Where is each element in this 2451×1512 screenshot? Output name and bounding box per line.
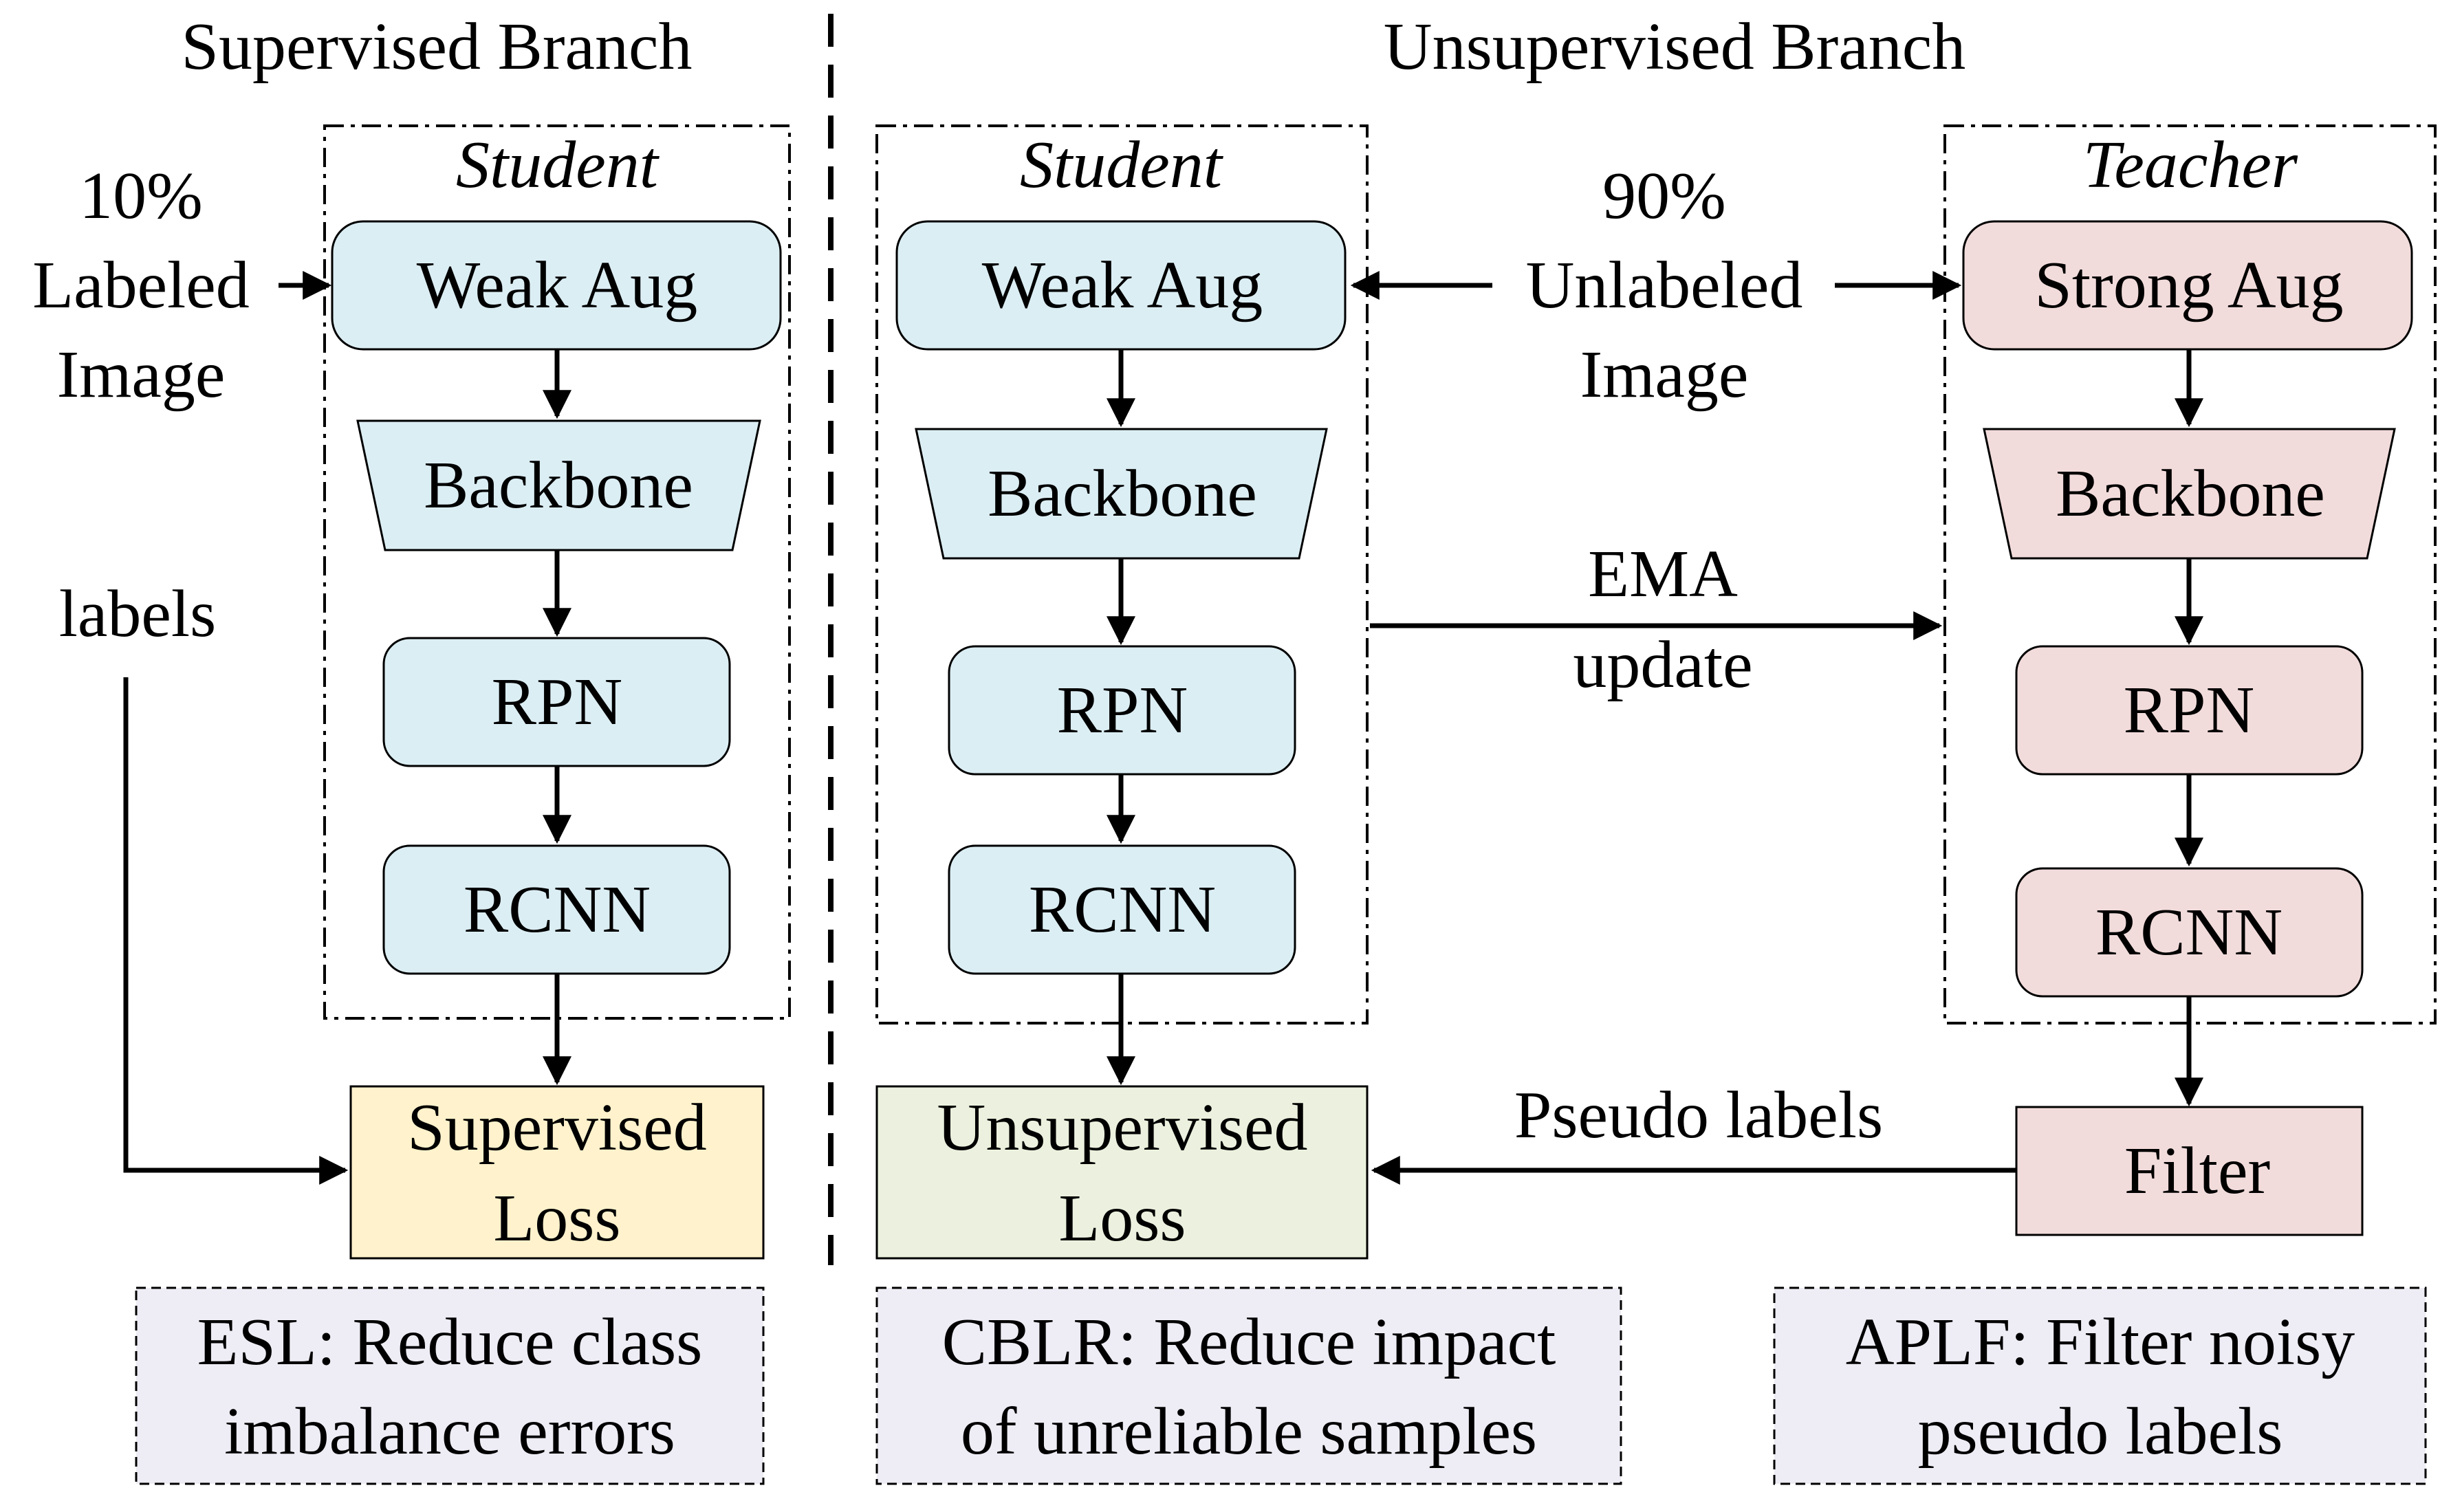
unsupervised-student-title: Student bbox=[1020, 128, 1224, 202]
teacher-backbone-box: Backbone bbox=[1983, 428, 2396, 560]
labels-to-loss-arrow bbox=[123, 677, 349, 1185]
unlabeled-input-image: Image bbox=[1580, 338, 1749, 412]
aplf-note: APLF: Filter noisy pseudo labels bbox=[1773, 1286, 2427, 1485]
unsupervised-weak-aug-box: Weak Aug bbox=[895, 220, 1347, 351]
supervised-loss-box: Supervised Loss bbox=[349, 1085, 765, 1260]
unsupervised-loss-box: Unsupervised Loss bbox=[875, 1085, 1369, 1260]
unsupervised-rpn-box: RPN bbox=[948, 645, 1296, 776]
svg-text:Loss: Loss bbox=[1058, 1181, 1186, 1256]
svg-text:RPN: RPN bbox=[1057, 673, 1188, 747]
supervised-student-title: Student bbox=[456, 128, 660, 202]
labeled-input-label: Labeled bbox=[32, 248, 250, 322]
esl-note: ESL: Reduce class imbalance errors bbox=[135, 1286, 765, 1485]
supervised-branch-title: Supervised Branch bbox=[182, 10, 693, 84]
svg-text:Supervised: Supervised bbox=[407, 1091, 707, 1165]
unlabeled-input-label: Unlabeled bbox=[1526, 248, 1803, 322]
svg-text:Filter: Filter bbox=[2124, 1134, 2270, 1208]
supervised-rpn-box: RPN bbox=[382, 637, 731, 767]
teacher-rpn-box: RPN bbox=[2015, 645, 2364, 776]
ema-update-label: update bbox=[1573, 628, 1752, 702]
unsupervised-rcnn-box: RCNN bbox=[948, 844, 1296, 975]
svg-text:Strong Aug: Strong Aug bbox=[2034, 248, 2343, 322]
svg-text:imbalance errors: imbalance errors bbox=[224, 1394, 675, 1469]
svg-text:APLF: Filter noisy: APLF: Filter noisy bbox=[1846, 1305, 2355, 1379]
teacher-title: Teacher bbox=[2083, 128, 2298, 202]
svg-text:RCNN: RCNN bbox=[1029, 873, 1216, 947]
teacher-strong-aug-box: Strong Aug bbox=[1962, 220, 2413, 351]
svg-text:ESL: Reduce class: ESL: Reduce class bbox=[197, 1305, 703, 1379]
labels-text: labels bbox=[59, 577, 217, 651]
svg-text:Backbone: Backbone bbox=[2056, 457, 2325, 531]
labeled-input-image: Image bbox=[57, 338, 226, 412]
cblr-note: CBLR: Reduce impact of unreliable sample… bbox=[875, 1286, 1622, 1485]
unsupervised-student-frame bbox=[875, 124, 1369, 1025]
svg-text:CBLR: Reduce impact: CBLR: Reduce impact bbox=[942, 1305, 1556, 1379]
teacher-frame bbox=[1943, 124, 2437, 1025]
svg-text:RPN: RPN bbox=[492, 665, 623, 739]
svg-text:Loss: Loss bbox=[493, 1181, 620, 1256]
supervised-backbone-box: Backbone bbox=[356, 419, 761, 551]
teacher-rcnn-box: RCNN bbox=[2015, 867, 2364, 998]
svg-text:Weak Aug: Weak Aug bbox=[982, 248, 1263, 322]
pseudo-labels-text: Pseudo labels bbox=[1514, 1078, 1883, 1152]
svg-text:Backbone: Backbone bbox=[424, 448, 693, 523]
unlabeled-input-percent: 90% bbox=[1602, 159, 1726, 233]
unsupervised-backbone-box: Backbone bbox=[915, 428, 1328, 560]
svg-text:RCNN: RCNN bbox=[464, 873, 651, 947]
svg-text:Unsupervised: Unsupervised bbox=[937, 1091, 1308, 1165]
svg-text:RPN: RPN bbox=[2124, 673, 2255, 747]
ema-label: EMA bbox=[1588, 537, 1738, 611]
svg-text:of unreliable samples: of unreliable samples bbox=[961, 1394, 1537, 1469]
labeled-input-percent: 10% bbox=[79, 159, 203, 233]
supervised-weak-aug-box: Weak Aug bbox=[331, 220, 782, 351]
unsupervised-branch-title: Unsupervised Branch bbox=[1384, 10, 1965, 84]
filter-box: Filter bbox=[2015, 1106, 2364, 1236]
svg-text:Backbone: Backbone bbox=[988, 457, 1257, 531]
supervised-rcnn-box: RCNN bbox=[382, 844, 731, 975]
svg-text:pseudo labels: pseudo labels bbox=[1918, 1394, 2283, 1469]
svg-text:Weak Aug: Weak Aug bbox=[417, 248, 698, 322]
svg-text:RCNN: RCNN bbox=[2095, 895, 2283, 969]
